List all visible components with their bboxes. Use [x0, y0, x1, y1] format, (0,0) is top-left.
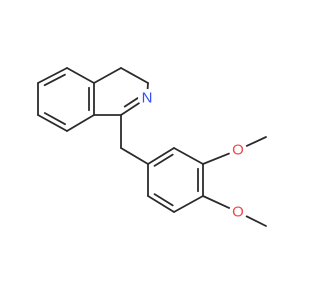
benzo-bond-1: [37, 67, 68, 84]
structure-canvas: N O O: [37, 67, 267, 227]
atom-label-nitrogen: N: [142, 90, 153, 107]
atom-o2-group: O: [229, 203, 247, 221]
atom-label-oxygen-3-methoxy: O: [232, 142, 244, 159]
methoxy-bond-o2-methyl: [245, 215, 267, 227]
molecule-drawing: N O O: [37, 67, 267, 227]
benzo-inner-bond-1: [43, 73, 66, 87]
atom-o1-group: O: [229, 141, 247, 159]
atom-label-oxygen-4-methoxy: O: [232, 204, 244, 221]
benzo-bond-6: [66, 67, 95, 84]
atom-label-layer: N O O: [138, 89, 247, 221]
aryl-bond-4: [173, 195, 204, 213]
aryl-bond-2: [173, 147, 204, 165]
atom-n-group: N: [138, 89, 156, 107]
atom-o1-background: [229, 141, 247, 159]
aryl-inner-bond-1: [153, 153, 174, 167]
ring-bond-n-c1: [120, 102, 141, 116]
methoxy-bond-aryl-o2: [202, 195, 231, 210]
linker-bond-ch2-aryl: [120, 147, 149, 165]
bond-layer: [37, 67, 267, 227]
benzo-bond-4: [66, 114, 95, 132]
ring-bond-c4-c3: [120, 67, 149, 84]
methoxy-bond-aryl-o1: [202, 152, 231, 165]
benzo-inner-bond-3: [43, 112, 66, 126]
ring-bond-c4a-c4: [93, 67, 122, 84]
atom-n-background: [138, 89, 156, 107]
benzo-bond-3: [37, 114, 68, 132]
atom-o2-background: [229, 203, 247, 221]
aryl-bond-1: [147, 147, 175, 165]
ring-inner-bond-c1-n: [123, 97, 139, 108]
aryl-inner-bond-5: [153, 193, 174, 207]
aryl-bond-5: [147, 195, 175, 213]
methoxy-bond-o1-methyl: [245, 136, 267, 148]
